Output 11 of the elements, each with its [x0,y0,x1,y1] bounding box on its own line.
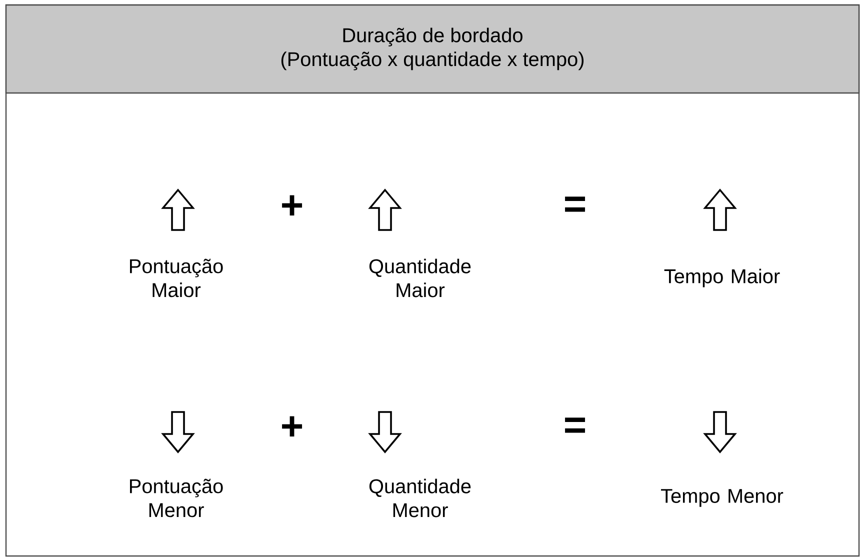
header-band: Duração de bordado (Pontuação x quantidade x tempo) [5,4,860,94]
operator-sign: = [565,418,586,433]
value-label: Pontuação Maior [130,258,223,298]
operator-sign: = [565,196,586,212]
value-label: Pontuação Menor [130,478,223,518]
operator-sign: + [282,195,302,216]
value-label: Tempo Menor [661,489,784,507]
value-label: Quantidade Menor [369,478,471,518]
value-label: Quantidade Maior [369,258,471,298]
operator-sign: + [282,416,302,437]
value-label: Tempo Maior [664,268,780,288]
